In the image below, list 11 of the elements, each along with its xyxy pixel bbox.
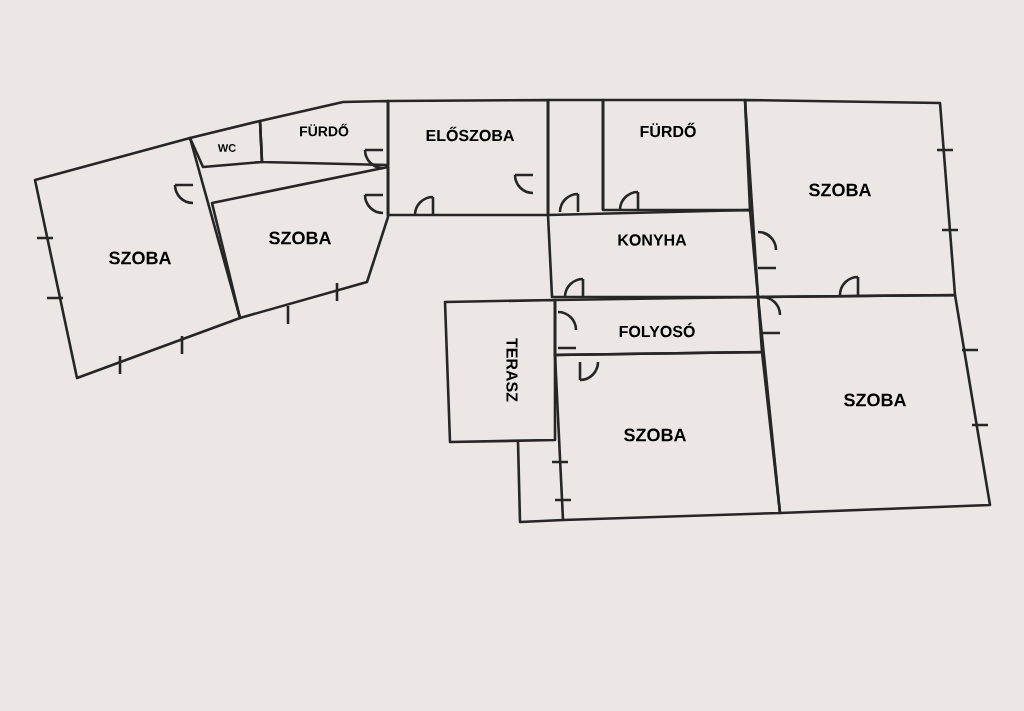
room: TERASZ — [443, 298, 557, 444]
room: FÜRDŐ — [601, 98, 752, 212]
room: FÜRDŐ — [258, 99, 390, 167]
room: SZOBA — [756, 293, 992, 515]
room: SZOBA — [210, 165, 390, 320]
room: WC — [188, 119, 264, 169]
room: ELŐSZOBA — [386, 98, 550, 217]
room: FOLYOSÓ — [553, 295, 764, 357]
room: SZOBA — [553, 350, 782, 522]
room: KONYHA — [546, 208, 760, 299]
room: SZOBA — [743, 98, 957, 299]
